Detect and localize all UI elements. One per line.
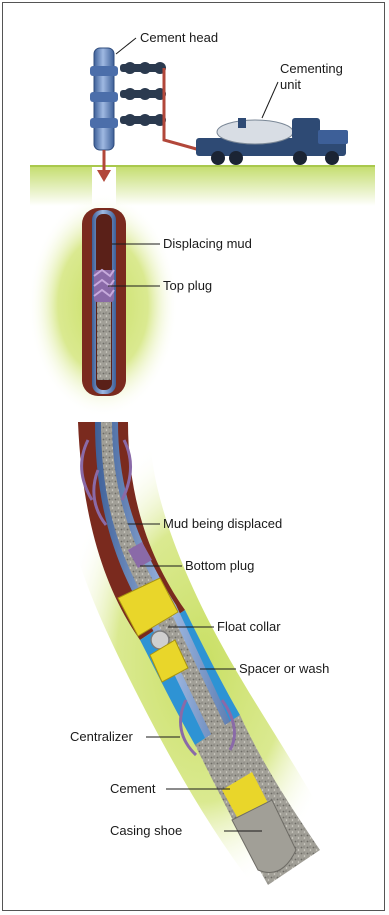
label-float-collar: Float collar <box>217 619 281 634</box>
label-cement-head: Cement head <box>140 30 218 45</box>
label-top-plug: Top plug <box>163 278 212 293</box>
label-cement: Cement <box>110 781 156 796</box>
upper-well-section <box>28 193 178 417</box>
label-displacing-mud: Displacing mud <box>163 236 252 251</box>
cement-head <box>90 48 200 150</box>
label-bottom-plug: Bottom plug <box>185 558 254 573</box>
label-mud-being-displaced: Mud being displaced <box>163 516 282 531</box>
label-cementing-unit-line2: unit <box>280 77 301 92</box>
label-cementing-unit-line1: Cementing <box>280 61 343 76</box>
cementing-unit-truck <box>196 118 348 165</box>
label-casing-shoe: Casing shoe <box>110 823 182 838</box>
label-centralizer: Centralizer <box>70 729 133 744</box>
label-spacer-or-wash: Spacer or wash <box>239 661 329 676</box>
